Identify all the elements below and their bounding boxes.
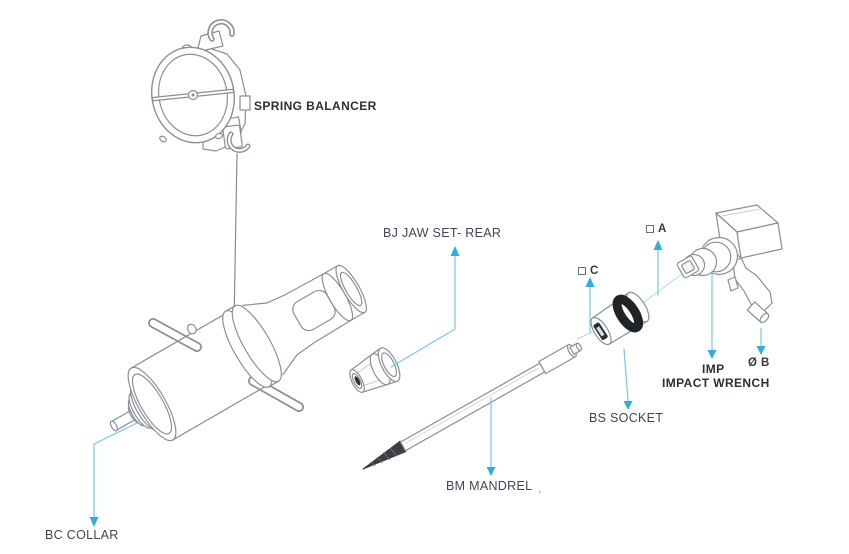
down-arrow-icon: [89, 517, 99, 527]
square-symbol-icon: [578, 267, 586, 275]
bm-mandrel-label: BM MANDREL: [446, 479, 533, 493]
down-arrow-icon: [707, 350, 717, 359]
bj-jaw-set-label: BJ JAW SET- REAR: [383, 226, 502, 240]
callout-c-letter: C: [590, 265, 599, 277]
hoist-cable: [233, 153, 238, 325]
bj-jaw-set-drawing: [349, 347, 401, 393]
diameter-symbol-icon: Ø: [748, 357, 757, 369]
spring-balancer-drawing: [150, 19, 251, 153]
impact-wrench-drawing: [676, 204, 783, 324]
air-inlet: [746, 301, 770, 324]
bs-socket-leader: [623, 348, 629, 402]
down-arrow-icon: [623, 401, 633, 410]
bc-collar-leader: [93, 422, 138, 519]
callout-a: A: [646, 223, 666, 235]
up-arrow-icon: [653, 240, 663, 250]
leader-arrows: [89, 240, 766, 527]
spring-balancer-label: SPRING BALANCER: [254, 99, 377, 113]
up-arrow-icon: [450, 246, 460, 256]
callout-b: Ø B: [748, 357, 769, 369]
impact-wrench-code-label: IMP: [702, 362, 725, 376]
bc-collar-label: BC COLLAR: [45, 528, 119, 542]
square-drive-anvil: [676, 255, 700, 279]
bm-mandrel-drawing: [362, 342, 583, 470]
stray-mark: ,: [538, 481, 542, 495]
leader-lines: [93, 248, 762, 519]
callout-c: C: [578, 265, 598, 277]
square-symbol-icon: [646, 225, 654, 233]
down-arrow-icon: [486, 467, 496, 476]
impact-wrench-label: IMPACT WRENCH: [662, 376, 770, 390]
up-arrow-icon: [585, 277, 595, 287]
tool-body-drawing: [109, 264, 367, 442]
bs-socket-drawing: [590, 291, 650, 346]
down-arrow-icon: [756, 346, 766, 355]
bj-jaw-set-leader: [390, 254, 456, 368]
callout-b-letter: B: [760, 357, 770, 369]
callout-a-letter: A: [658, 223, 667, 235]
bs-socket-label: BS SOCKET: [589, 411, 664, 425]
